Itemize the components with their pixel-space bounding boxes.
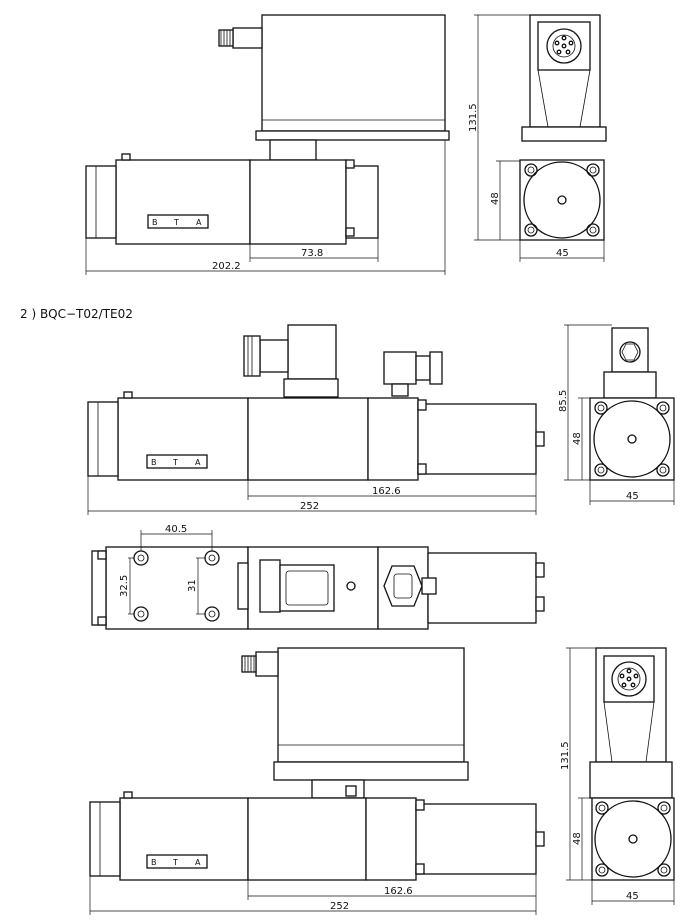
view2-side-view: B T A 162.6 252	[87, 324, 545, 515]
nameplate: B T A	[147, 214, 209, 229]
view2-length: 252	[300, 501, 319, 512]
nameplate-t: T	[173, 218, 179, 227]
nameplate-a: A	[195, 858, 201, 867]
pressure-connector-icon	[383, 565, 437, 607]
view4-height: 131.5	[560, 741, 571, 770]
nameplate-t: T	[172, 458, 178, 467]
view2-flange-height: 48	[572, 432, 583, 445]
view1-length: 202.2	[212, 261, 241, 272]
connector-icon	[218, 27, 263, 49]
connector-icon	[241, 651, 279, 677]
view3-bolt-spacing-x: 40.5	[165, 524, 187, 535]
view4-flange-height: 48	[572, 832, 583, 845]
nameplate-a: A	[196, 218, 202, 227]
nameplate-b: B	[151, 458, 157, 467]
din-connector-icon	[243, 324, 339, 398]
view1-height: 131.5	[468, 103, 479, 132]
view4-end-view: 131.5 48 45	[560, 647, 675, 905]
view1-side-view: B T A 73.8 202.2	[85, 14, 450, 275]
pressure-connector-icon	[383, 351, 443, 397]
section-label: 2 ) BQC−T02/TE02	[20, 307, 133, 321]
nameplate: B T A	[146, 854, 208, 869]
view3-bolt-spacing-y-left: 32.5	[119, 575, 130, 597]
view1-flange-height: 48	[490, 192, 501, 205]
view4-length: 252	[330, 901, 349, 912]
view4-solenoid-length: 162.6	[384, 886, 413, 897]
nameplate-b: B	[151, 858, 157, 867]
view3-top-view: 40.5 32.5 31	[91, 524, 545, 630]
view2-height: 85.5	[558, 390, 569, 412]
view2-flange-width: 45	[626, 491, 639, 502]
nameplate: B T A	[146, 454, 208, 469]
view2-solenoid-length: 162.6	[372, 486, 401, 497]
view1-flange-width: 45	[556, 248, 569, 259]
view3-bolt-spacing-y-right: 31	[187, 579, 198, 592]
view4-flange-width: 45	[626, 891, 639, 902]
nameplate-b: B	[152, 218, 158, 227]
view2-end-view: 85.5 48 45	[558, 324, 675, 505]
view1-end-view: 131.5 48 45	[468, 14, 607, 262]
view4-side-view: B T A 162.6 252	[89, 647, 545, 915]
nameplate-a: A	[195, 458, 201, 467]
nameplate-t: T	[172, 858, 178, 867]
view1-solenoid-length: 73.8	[301, 248, 323, 259]
